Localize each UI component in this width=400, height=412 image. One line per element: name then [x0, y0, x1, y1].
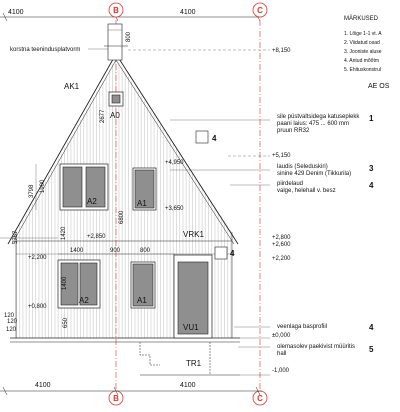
level-2200-right: +2,200 [272, 256, 291, 262]
dim-6800: 6800 [119, 210, 125, 224]
material-base-line1: veenlaga basprofiil [277, 324, 327, 330]
roof-label: AK1 [64, 82, 80, 91]
window-label-a1-upper: A1 [137, 199, 147, 208]
material-callout-masonry: olemasolev paekivist müüritis hall 5 [238, 344, 374, 357]
legend-note-1: 1. Lõige 1-1 vt. A [344, 31, 382, 37]
material-trim-num: 4 [369, 181, 374, 190]
window-a2-upper: A2 [59, 163, 109, 211]
vent-a0: A0 [108, 91, 124, 120]
dim-1900: 1900 [40, 179, 46, 193]
legend-title: MÄRKUSED [344, 15, 379, 22]
chimney: 800 [104, 23, 132, 61]
material-roof-num: 1 [369, 114, 374, 123]
material-roof-line3: pruun RR32 [277, 128, 310, 134]
material-roof-line2: paani laius: 475 ... 600 mm [277, 121, 349, 127]
level-ridge: +8,150 [272, 48, 291, 54]
material-trim-line1: piirdelaud [277, 181, 303, 187]
window-label-a2-upper: A2 [87, 197, 97, 206]
dim-2677: 2677 [100, 109, 106, 123]
level-2850: +2,850 [87, 234, 106, 240]
legend-note-4: 4. Antud mõõtm [344, 58, 379, 64]
level-window-sill: +3,650 [165, 206, 184, 212]
level-0800-left: +0,800 [28, 304, 47, 310]
dim-right-top: 4100 [180, 9, 196, 16]
level-window-top: +4,950 [165, 160, 184, 166]
platform-label: korstna teenindusplatvorm [10, 47, 80, 53]
dim-1400-h: 1400 [70, 248, 84, 254]
material-callout-roof: sile püstvaltsidega katuseplekk paani la… [170, 114, 374, 134]
grid-line-c: C C [252, 2, 268, 406]
material-cladding-num: 3 [369, 164, 374, 173]
dim-800: 800 [140, 248, 151, 254]
level-2800: +2,800 [272, 235, 291, 241]
legend: MÄRKUSED 1. Lõige 1-1 vt. A 2. Viidatud … [344, 15, 390, 90]
dim-650: 650 [63, 317, 69, 328]
dim-120-a: 120 [4, 313, 15, 319]
dim-120-c: 120 [6, 327, 17, 333]
material-trim-line2: valge, helehall v. besz [277, 188, 336, 194]
level-ground: -1,000 [272, 368, 290, 374]
level-floor: ±0,000 [272, 333, 291, 339]
material-roof-line1: sile püstvaltsidega katuseplekk [277, 114, 360, 120]
door-label: VU1 [183, 323, 199, 332]
upper-tag-4: 4 [195, 130, 217, 144]
material-callout-cladding: laudis (Seleduskiri) sinine 429 Denim (T… [170, 164, 374, 177]
window-label-a1-lower: A1 [137, 296, 147, 305]
vrk1-number: 4 [230, 249, 235, 258]
dim-left-bottom: 4100 [35, 382, 51, 389]
dim-3798: 3798 [29, 184, 35, 198]
window-a1-lower: A1 [130, 261, 156, 309]
material-masonry-line2: hall [277, 351, 286, 357]
left-dimensions: 3798 1900 6800 1420 5767 1400 900 800 14… [0, 164, 175, 333]
material-callout-trim: piirdelaud valge, helehall v. besz 4 [230, 181, 374, 194]
material-masonry-num: 5 [369, 345, 374, 354]
grid-label-c-top: C [257, 6, 263, 15]
steps-tr1: TR1 [139, 342, 240, 376]
material-masonry-line1: olemasolev paekivist müüritis [277, 344, 355, 350]
material-callout-base: veenlaga basprofiil 4 [234, 323, 374, 332]
legend-note-2: 2. Viidatud osad [344, 40, 380, 46]
dim-1400-v: 1400 [62, 276, 68, 290]
legend-note-5: 5. Ehituskonstrul [344, 67, 381, 73]
dim-900: 900 [110, 248, 121, 254]
bottom-dimension-row: 4100 4100 [0, 382, 262, 396]
level-markers: +8,150 +5,150 +4,950 +3,650 +2,850 +2,20… [28, 48, 291, 376]
vrk1-label: VRK1 [183, 230, 204, 239]
dim-left-top: 4100 [8, 9, 24, 16]
grid-label-b-top: B [113, 6, 119, 15]
material-base-num: 4 [369, 323, 374, 332]
window-label-a2-lower: A2 [79, 296, 89, 305]
window-a2-lower: A2 [57, 259, 101, 309]
window-a1-upper: A1 [132, 167, 157, 211]
dim-1420-v: 1420 [61, 226, 67, 240]
material-cladding-line2: sinine 429 Denim (Tikkurila) [277, 171, 351, 177]
legend-note-3: 3. Jooniste aluse [344, 49, 382, 55]
upper-tag-number: 4 [212, 134, 217, 143]
chimney-dim: 800 [126, 31, 132, 42]
vrk1-band: VRK1 4 [16, 230, 235, 260]
dim-5767: 5767 [13, 230, 19, 244]
door-vu1: VU1 [173, 254, 213, 339]
steps-label: TR1 [186, 359, 202, 368]
platform-annotation: korstna teenindusplatvorm [10, 47, 108, 53]
dim-right-bottom: 4100 [180, 382, 196, 389]
material-cladding-line1: laudis (Seleduskiri) [277, 164, 328, 170]
level-2200-left: +2,200 [28, 255, 47, 261]
grid-label-b-bottom: B [113, 394, 119, 403]
level-2600: +2,600 [272, 242, 291, 248]
vent-label: A0 [110, 111, 120, 120]
grid-label-c-bottom: C [257, 394, 263, 403]
top-dimension-row: 4100 4100 [0, 9, 262, 22]
legend-project: AE OS [368, 83, 390, 90]
dim-120-b: 120 [7, 319, 18, 325]
level-eave: +5,150 [272, 153, 291, 159]
